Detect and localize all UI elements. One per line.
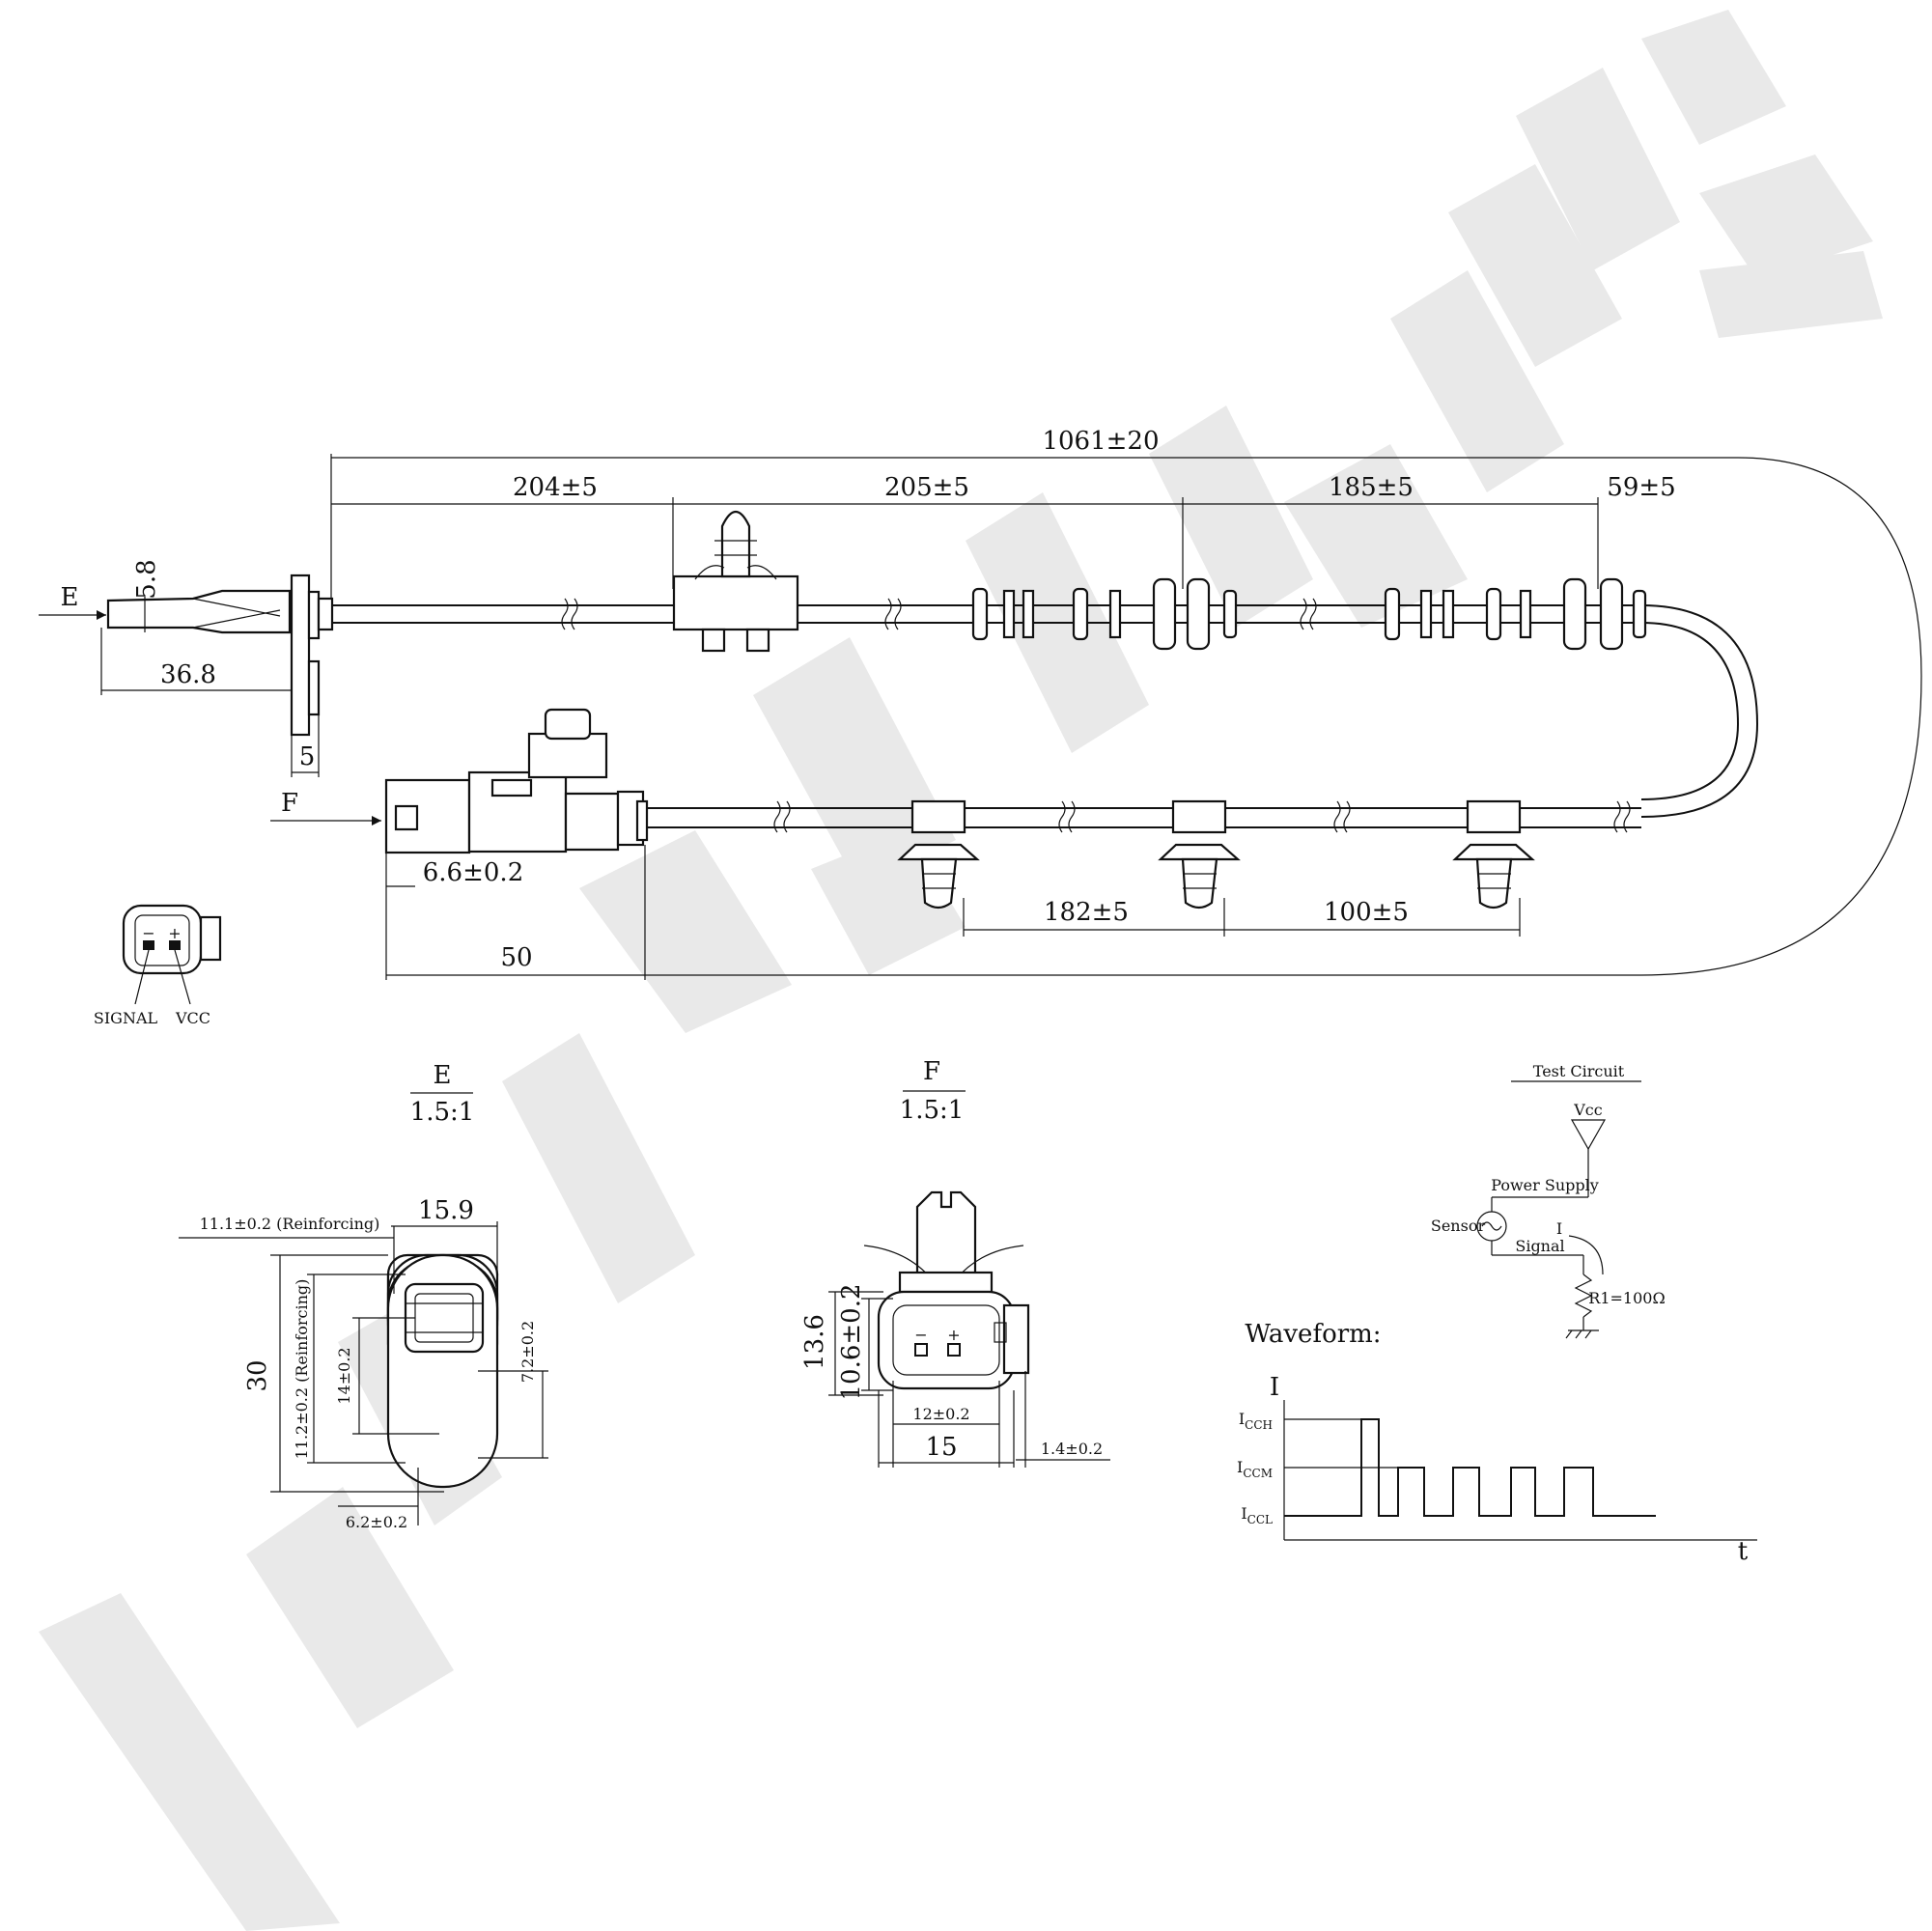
test-circuit: Test Circuit Vcc Power Supply Sensor Sig… (1431, 1062, 1666, 1339)
cable-grommets (971, 577, 1647, 651)
dim-f-inner-height: 10.6±0.2 (837, 1283, 866, 1400)
dim-f-width: 15 (925, 1433, 957, 1462)
dim-e-hole-center: 14±0.2 (335, 1347, 353, 1404)
main-view: 1061±20 204±5 205±5 185±5 59±5 E 5.8 36.… (39, 427, 1922, 1027)
test-circuit-title: Test Circuit (1533, 1062, 1625, 1080)
vcc-label: Vcc (1573, 1101, 1603, 1119)
harness-connector (384, 708, 649, 854)
dim-f-inner-width: 12±0.2 (912, 1405, 969, 1423)
detail-e-scale: 1.5:1 (410, 1098, 475, 1127)
dim-e-height: 30 (243, 1359, 272, 1391)
dim-seg-5: 182±5 (1044, 898, 1129, 927)
pin-plus-symbol: + (168, 924, 181, 942)
brand-watermark (39, 10, 1883, 1931)
detail-f-scale: 1.5:1 (900, 1096, 965, 1125)
detail-f-label: F (923, 1057, 940, 1086)
dim-e-reinforcing-height: 11.2±0.2 (Reinforcing) (293, 1279, 311, 1460)
dim-connector-offset: 6.6±0.2 (423, 858, 523, 887)
dim-connector-length: 50 (500, 943, 532, 972)
view-marker-e: E (61, 583, 79, 612)
pin-vcc-label: VCC (175, 1009, 210, 1027)
upper-push-clip (672, 510, 799, 653)
dim-seg-1: 204±5 (513, 473, 598, 502)
dim-flange: 5 (299, 742, 316, 771)
waveform-title: Waveform: (1245, 1320, 1381, 1349)
dim-e-reinforcing-width: 11.1±0.2 (Reinforcing) (200, 1215, 380, 1233)
sensor-label: Sensor (1431, 1217, 1486, 1235)
waveform: Waveform: I t ICCH ICCM ICCL (1237, 1320, 1757, 1566)
level-cch: ICCH (1239, 1410, 1273, 1432)
pinout-face: − + SIGNAL VCC (94, 904, 222, 1027)
lower-push-clips (897, 799, 1535, 910)
resistor-label: R1=100Ω (1588, 1289, 1665, 1307)
detail-view-e: E 1.5:1 11.1±0.2 (Reinforcing) 15.9 30 1… (179, 1061, 548, 1531)
dim-e-bottom: 6.2±0.2 (346, 1513, 407, 1531)
dim-e-width: 15.9 (418, 1196, 474, 1225)
current-label: I (1556, 1219, 1562, 1238)
pin-signal-label: SIGNAL (94, 1009, 158, 1027)
dim-e-offset-right: 7.2±0.2 (518, 1321, 537, 1383)
connector-f-body: − + (863, 1190, 1030, 1390)
dim-head-height: 5.8 (132, 559, 161, 599)
dim-seg-2: 205±5 (884, 473, 969, 502)
f-pin-minus: − (914, 1326, 927, 1344)
waveform-x-axis: t (1738, 1537, 1749, 1566)
detail-e-label: E (434, 1061, 452, 1090)
dim-f-outer-height: 13.6 (800, 1314, 829, 1370)
level-ccm: ICCM (1237, 1458, 1273, 1480)
dim-seg-4: 59±5 (1607, 473, 1675, 502)
detail-view-f: F 1.5:1 − + 13.6 10.6±0.2 12±0.2 (800, 1057, 1110, 1468)
dim-seg-3: 185±5 (1329, 473, 1414, 502)
waveform-y-axis: I (1270, 1373, 1279, 1402)
pin-minus-symbol: − (142, 924, 154, 942)
dim-head-length: 36.8 (160, 660, 216, 689)
signal-label: Signal (1515, 1237, 1564, 1255)
level-ccl: ICCL (1241, 1504, 1273, 1526)
dim-overall-length: 1061±20 (1042, 427, 1159, 456)
f-pin-plus: + (947, 1326, 960, 1344)
dim-f-latch: 1.4±0.2 (1041, 1440, 1103, 1458)
view-marker-f: F (281, 789, 298, 818)
dim-seg-6: 100±5 (1324, 898, 1409, 927)
power-supply-label: Power Supply (1491, 1176, 1599, 1194)
